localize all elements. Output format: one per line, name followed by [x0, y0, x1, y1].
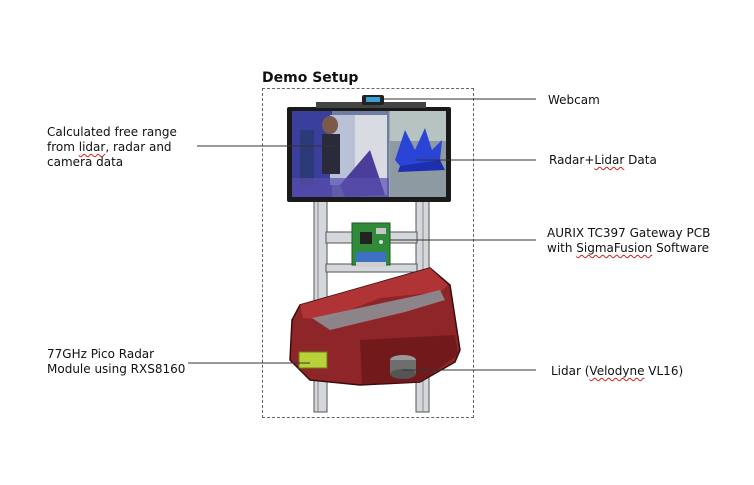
radar-lidar-view: [390, 111, 446, 197]
label-sigmafusion-word: SigmaFusion: [576, 241, 653, 255]
label-lidar-velodyne: Lidar (Velodyne VL16): [551, 364, 683, 379]
label-lidar-c: VL16): [644, 364, 684, 378]
label-pico-radar: 77GHz Pico Radar Module using RXS8160: [47, 347, 185, 377]
label-aurix-line2-c: Software: [652, 241, 709, 255]
label-lidar-word-left: lidar: [78, 140, 106, 154]
leader-lines: [188, 98, 536, 371]
sensor-housing: [289, 267, 461, 386]
label-aurix-line2-a: with: [547, 241, 577, 255]
label-lidar-word: Lidar: [594, 153, 625, 167]
label-radar-lidar-data: Radar+Lidar Data: [549, 153, 657, 168]
label-pico-radar-line1: 77GHz Pico Radar: [47, 347, 155, 361]
camera-view: [292, 111, 389, 197]
setup-dashed-frame: [262, 88, 474, 418]
label-free-range-line3: camera data: [47, 155, 124, 169]
label-free-range-line1: Calculated free range: [47, 125, 177, 139]
label-radar-lidar-part: Radar+: [549, 153, 595, 167]
label-webcam: Webcam: [548, 93, 600, 107]
label-free-range-line2: from lidar, radar and: [47, 140, 177, 155]
monitor: [287, 95, 451, 202]
label-aurix-line2: with SigmaFusion Software: [547, 241, 710, 256]
label-lidar-a: Lidar (: [551, 364, 590, 378]
label-free-range-line2-a: from: [47, 140, 79, 154]
label-data-word: Data: [624, 153, 657, 167]
label-aurix-pcb: AURIX TC397 Gateway PCB with SigmaFusion…: [547, 226, 710, 256]
label-free-range: Calculated free range from lidar, radar …: [47, 125, 177, 170]
aurix-pcb: [351, 222, 391, 267]
label-pico-radar-line2: Module using RXS8160: [47, 362, 186, 376]
label-aurix-line1: AURIX TC397 Gateway PCB: [547, 226, 711, 240]
label-free-range-line2-c: , radar and: [105, 140, 172, 154]
diagram-title: Demo Setup: [262, 70, 359, 86]
label-velodyne-word: Velodyne: [589, 364, 645, 378]
